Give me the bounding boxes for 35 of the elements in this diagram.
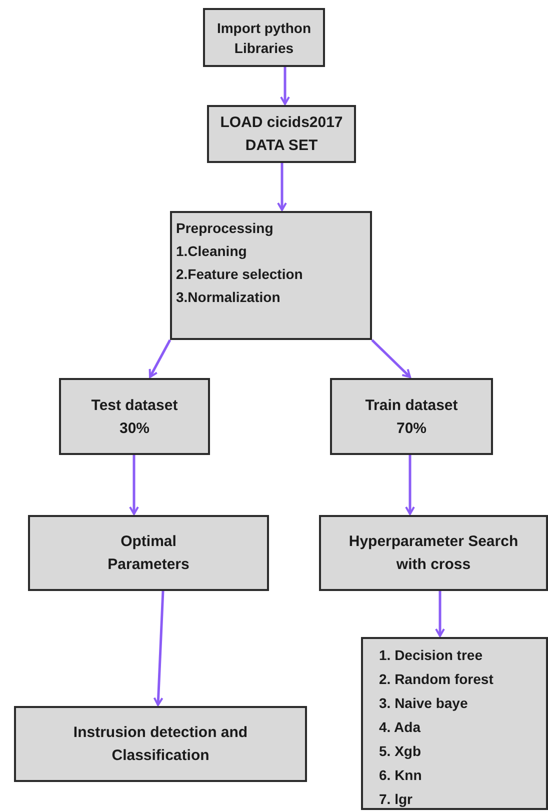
arrow: [148, 339, 172, 378]
arrow: [405, 455, 415, 515]
box-label: Instrusion detection and Classification: [72, 723, 249, 766]
box-label: Test dataset 30%: [90, 396, 179, 438]
list-item: 6. Knn: [379, 766, 422, 785]
list-item: 5. Xgb: [379, 742, 422, 761]
arrow: [280, 67, 290, 105]
box-label: Hyperparameter Search with cross: [348, 532, 520, 575]
process-box: [207, 105, 356, 163]
process-box: [28, 515, 269, 591]
list-item: Preprocessing: [176, 219, 274, 238]
arrow: [371, 339, 411, 378]
process-box: [203, 8, 325, 67]
list-item: 1. Decision tree: [379, 646, 482, 665]
list-item: 2.Feature selection: [176, 265, 303, 284]
arrow: [153, 590, 164, 706]
process-box: [59, 378, 210, 455]
arrow: [129, 455, 139, 515]
list-item: 3. Naive baye: [379, 694, 468, 713]
list-item: 2. Random forest: [379, 670, 494, 689]
process-box: [361, 637, 548, 810]
box-label: Optimal Parameters: [108, 532, 190, 575]
box-label: Import python Libraries: [216, 18, 312, 58]
process-box: [319, 515, 548, 591]
process-box: [14, 706, 307, 782]
box-label: LOAD cicids2017 DATA SET: [219, 113, 344, 156]
arrow: [435, 591, 445, 637]
list-item: 4. Ada: [379, 718, 420, 737]
list-item: 7. lgr: [379, 790, 412, 809]
process-box: [170, 211, 372, 340]
list-item: 1.Cleaning: [176, 242, 247, 261]
box-label: Train dataset 70%: [364, 396, 459, 438]
arrow: [277, 163, 287, 211]
process-box: [330, 378, 493, 455]
list-item: 3.Normalization: [176, 288, 280, 307]
